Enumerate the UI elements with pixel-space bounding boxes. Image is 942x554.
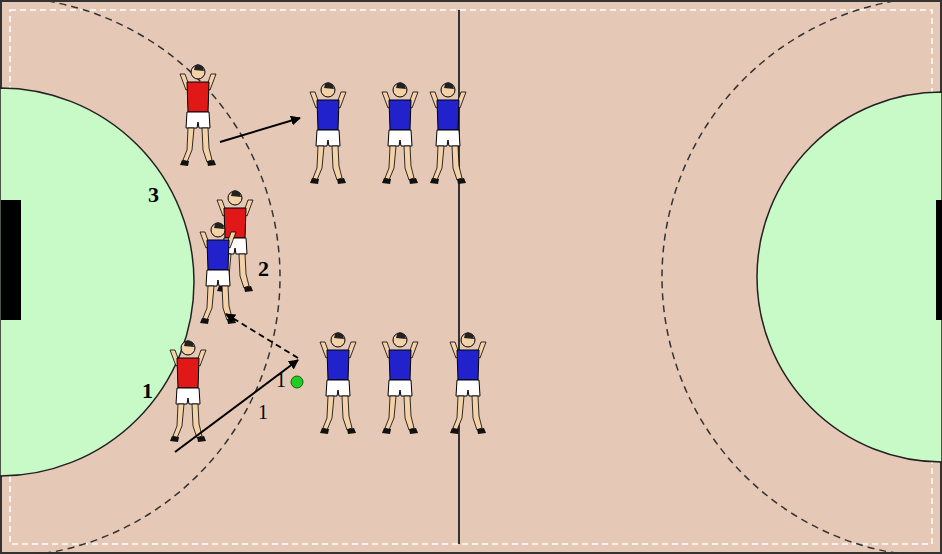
run-arrow <box>175 360 298 452</box>
goal <box>1 200 21 320</box>
callout-number: 1 <box>258 402 268 422</box>
callout-number: 1 <box>276 370 286 390</box>
callout-number: 1 <box>142 380 153 402</box>
free-throw-line <box>662 0 942 554</box>
pass-arrow <box>226 314 298 358</box>
red-players <box>170 64 253 442</box>
goal <box>936 200 942 320</box>
goal-area <box>0 88 194 476</box>
callout-number: 3 <box>148 184 159 206</box>
run-arrow <box>220 118 300 142</box>
ball <box>291 376 303 388</box>
callout-number: 2 <box>258 258 269 280</box>
center-line <box>458 10 460 544</box>
free-throw-line <box>0 0 280 554</box>
blue-players <box>310 82 486 434</box>
blue-defender <box>200 222 236 324</box>
goal-area <box>757 92 942 462</box>
